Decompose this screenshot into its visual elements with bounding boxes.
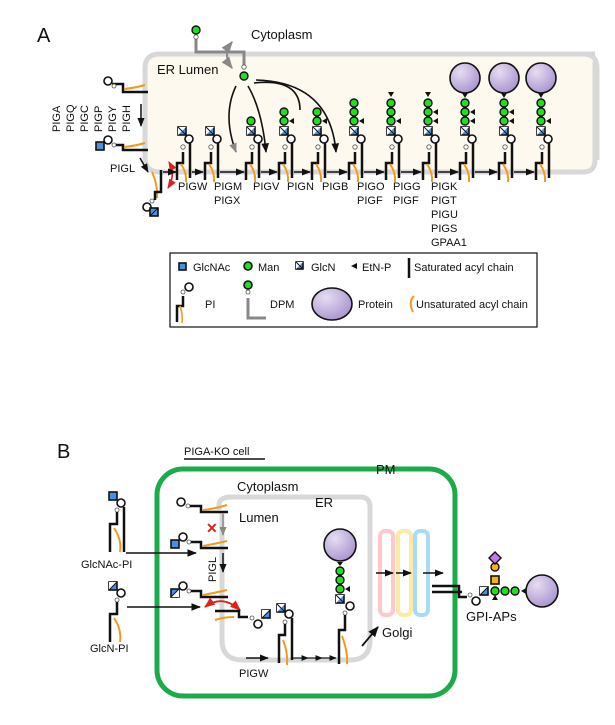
step-label-pign-0: PIGN (287, 181, 314, 193)
pi-lipid-cytoplasm (103, 76, 148, 94)
exogenous-glcn-pi (108, 581, 201, 643)
cytoplasm-label-b: Cytoplasm (237, 479, 298, 494)
golgi-label: Golgi (382, 625, 412, 640)
gpi-anchored-protein (432, 551, 559, 608)
legend-unsaturated-icon (409, 295, 415, 313)
pi-b-top (176, 497, 228, 514)
legend-etnp: EtN-P (362, 262, 391, 274)
step-label-pigg-0: PIGG (393, 181, 421, 193)
early-enzyme-pigc: PIGC (79, 105, 91, 132)
pigw-label-b: PIGW (239, 668, 269, 680)
legend-man: Man (258, 262, 279, 274)
glcn-pi-b-flipped (214, 609, 271, 629)
exogenous-glcnac-pi (108, 491, 197, 557)
legend-man-icon (243, 261, 253, 271)
glcn-pi-label: GlcN-PI (90, 643, 129, 655)
gpi-intermediate-11 (525, 62, 557, 183)
legend-unsaturated: Unsaturated acyl chain (416, 299, 528, 311)
gpi-intermediate-2 (203, 126, 245, 183)
golgi-stack (376, 529, 444, 617)
step-label-pigw-0: PIGW (178, 181, 208, 193)
step-label-pigk-2: PIGU (431, 209, 458, 221)
step-label-pigm-0: PIGM (214, 181, 242, 193)
step-label-pigk-0: PIGK (431, 181, 458, 193)
glcn-pi-b-inside (170, 581, 228, 599)
step-label-pigg-1: PIGF (393, 195, 419, 207)
enzyme-step-labels: PIGW PIGM PIGX PIGV PIGN PIGB PIGO PIGF PIGG PIGF… (178, 181, 467, 249)
gpi-intermediates (163, 62, 557, 183)
early-enzyme-pigy: PIGY (107, 105, 119, 132)
gpi-intermediate-6 (347, 98, 385, 183)
gpi-intermediate-9 (449, 62, 498, 183)
gpi-intermediate-1 (175, 126, 204, 183)
plasma-membrane (154, 466, 458, 699)
cytoplasm-label-a: Cytoplasm (251, 27, 312, 42)
blocked-x-icon: ✕ (206, 520, 218, 536)
panel-b-label: B (57, 441, 70, 463)
legend-dpm: DPM (270, 299, 294, 311)
step-label-pigv-0: PIGV (253, 181, 280, 193)
glcnac-pi-b-inside (170, 532, 228, 550)
pigl-label-b: PIGL (207, 557, 219, 582)
step-label-pigo-0: PIGO (357, 181, 385, 193)
early-enzyme-pigp: PIGP (93, 106, 105, 132)
gpi-intermediate-3 (244, 116, 278, 183)
legend-saturated: Saturated acyl chain (414, 262, 514, 274)
er-lumen-label: ER Lumen (157, 62, 218, 77)
step-label-pigk-3: PIGS (431, 223, 457, 235)
panel-a-label: A (37, 25, 51, 47)
gpi-intermediate-4 (277, 107, 311, 183)
pm-label: PM (376, 462, 396, 477)
legend: GlcNAc Man GlcN EtN-P Saturated acyl cha… (169, 252, 538, 328)
er-to-golgi-arrow (361, 626, 379, 647)
legend-protein: Protein (358, 299, 393, 311)
gpi-intermediate-10 (488, 62, 535, 183)
legend-etnp-icon (351, 263, 357, 269)
legend-pi: PI (205, 299, 215, 311)
step-label-pigb-0: PIGB (322, 181, 348, 193)
early-enzyme-piga: PIGA (51, 105, 63, 132)
early-enzyme-pigq: PIGQ (65, 104, 77, 132)
step-label-pigk-1: PIGT (431, 195, 457, 207)
mature-gpi-protein-b (323, 528, 357, 665)
er-label-b: ER (315, 495, 333, 510)
gpi-intermediate-7 (384, 92, 422, 183)
glcn-acyl-pi-b (276, 603, 294, 666)
legend-protein-icon (311, 287, 353, 321)
man-donor-arrows (228, 79, 340, 153)
legend-glcn: GlcN (311, 262, 336, 274)
legend-glcnac-icon (178, 262, 187, 271)
gpi-aps-label: GPI-APs (466, 609, 517, 624)
early-enzyme-pigh: PIGH (121, 105, 133, 132)
er-membrane-b (216, 494, 373, 663)
dpm-flip (191, 25, 249, 81)
gpi-intermediate-8 (421, 92, 459, 183)
lumen-label-b: Lumen (239, 510, 279, 525)
legend-glcnac: GlcNAc (193, 262, 231, 274)
step-label-pigo-1: PIGF (357, 195, 383, 207)
glcnac-pi-cytoplasm (95, 135, 148, 152)
pigl-label-a: PIGL (110, 163, 135, 175)
piga-ko-title: PIGA-KO cell (184, 446, 249, 458)
step-label-pigk-4: GPAA1 (431, 237, 467, 249)
legend-dpm-icon (246, 298, 266, 320)
gpi-intermediate-5 (310, 107, 348, 183)
glcnac-pi-label: GlcNAc-PI (81, 559, 132, 571)
flip-arrow-b (204, 597, 241, 611)
step-label-pigm-1: PIGX (214, 195, 241, 207)
